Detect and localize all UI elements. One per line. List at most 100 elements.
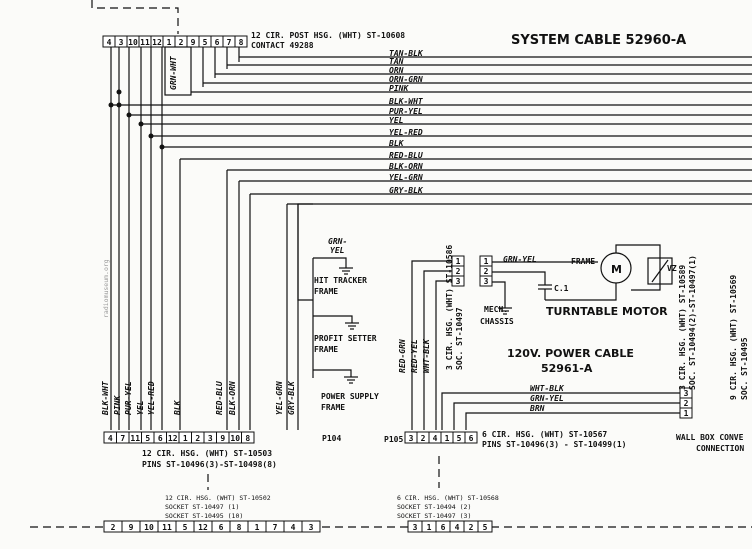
profit-setter-wire (313, 316, 352, 323)
junction-dot (117, 90, 122, 95)
right-edge-desc-2: SOC. ST-10495 (740, 337, 749, 400)
power-supply-2: FRAME (321, 403, 345, 412)
p104-wire-label: BLK-WHT (101, 380, 110, 416)
wall-box-2: CONNECTION (696, 444, 744, 453)
p105-wire-label: RED-YEL (410, 339, 419, 373)
power-cable-title-2: 52961-A (541, 362, 593, 375)
pc-conn-desc-1: 3 CIR. HSG. (WHT) ST-10589 (678, 265, 687, 390)
p104-wire-label: BLK (173, 399, 182, 416)
bottom-mid-pin: 4 (455, 523, 460, 532)
motor-conn-desc-1: 3 CIR. HSG. (WHT) ST-10586 (445, 245, 454, 370)
bus-wire-label: BLK (388, 139, 405, 148)
bottom-left-pin: 5 (183, 523, 188, 532)
wall-box-pin: 2 (684, 399, 689, 408)
power-cable-title-1: 120V. POWER CABLE (507, 347, 634, 360)
p105-desc-2: PINS ST-10496(3) - ST-10499(1) (482, 440, 627, 449)
motor-wire-2 (492, 272, 545, 285)
p104-pin: 3 (208, 434, 213, 443)
p104-wire-label: PUR-YEL (124, 381, 133, 415)
top-connector-pin: 3 (119, 38, 124, 47)
p104-wire-label: YEL-RED (147, 381, 156, 415)
bottom-mid-desc-3: SOCKET ST-10497 (3) (397, 512, 471, 520)
mech-chassis-1: MECH. (484, 305, 508, 314)
power-cable-wire-label: BRN (529, 404, 545, 413)
bottom-left-pin: 4 (291, 523, 296, 532)
hit-tracker-1: HIT TRACKER (314, 276, 367, 285)
vz-label: VZ (667, 264, 677, 273)
top-connector-pin: 5 (203, 38, 208, 47)
profit-setter-2: FRAME (314, 345, 338, 354)
top-connector-pin: 4 (107, 38, 112, 47)
bottom-left-pin: 6 (219, 523, 224, 532)
grn-yel-label-2: YEL (330, 246, 345, 255)
top-connector-pin: 8 (239, 38, 244, 47)
junction-dot (109, 103, 114, 108)
motor-conn-desc-2: SOC. ST-10497 (455, 307, 464, 370)
bottom-mid-pin: 5 (483, 523, 488, 532)
p104-pin: 12 (168, 434, 178, 443)
top-connector-pin: 1 (167, 38, 172, 47)
bottom-left-pin: 3 (309, 523, 314, 532)
p104-pin: 10 (230, 434, 240, 443)
bottom-left-desc-2: SOCKET ST-10497 (1) (165, 503, 239, 511)
p105-wire-label: WHT-BLK (422, 338, 431, 373)
top-connector-pin: 10 (128, 38, 138, 47)
bus-wire-label: PINK (389, 84, 409, 93)
p104-wire-label: YEL (136, 400, 145, 415)
ground-icon (345, 323, 359, 329)
p104-pin: 1 (183, 434, 188, 443)
bottom-left-pin: 11 (162, 523, 172, 532)
motor-letter: M (611, 263, 622, 276)
p104-wire-label: GRY-BLK (287, 380, 296, 415)
bus-wire-label: GRY-BLK (389, 186, 424, 195)
bus-wire-label: YEL-GRN (389, 173, 423, 182)
system-cable-title: SYSTEM CABLE 52960-A (511, 33, 686, 48)
power-cable-wire (454, 403, 680, 430)
bus-wire-label: BLK-ORN (388, 162, 423, 171)
power-cable-wire-label: GRN-YEL (530, 394, 564, 403)
wall-box-pin: 1 (684, 409, 689, 418)
bottom-mid-desc-2: SOCKET ST-10494 (2) (397, 503, 471, 511)
top-dashed-boundary (92, 0, 178, 34)
p105-side-pin: 1 (456, 257, 461, 266)
bus-wire-label: TAN (389, 57, 404, 66)
top-connector-pin: 12 (152, 38, 162, 47)
bus-wire-label: ORN (389, 66, 404, 75)
p104-wire-label: BLK-ORN (228, 381, 237, 416)
top-connector-pin: 7 (227, 38, 232, 47)
p105-pin: 6 (469, 434, 474, 443)
bottom-left-desc-3: SOCKET ST-10495 (10) (165, 512, 243, 520)
bottom-left-pin: 12 (198, 523, 208, 532)
p105-side-pin: 3 (456, 277, 461, 286)
p104-pin: 11 (130, 434, 140, 443)
bottom-mid-desc-1: 6 CIR. HSG. (WHT) ST-10568 (397, 494, 499, 502)
p104-desc-2: PINS ST-10496(3)-ST-10498(8) (142, 460, 277, 469)
p104-pin: 5 (145, 434, 150, 443)
bus-wire-label: YEL-RED (389, 128, 423, 137)
top-connector-pin: 9 (191, 38, 196, 47)
p105-pin: 2 (421, 434, 426, 443)
bus-wire-label: YEL (389, 116, 404, 125)
p104-id: P104 (322, 434, 341, 443)
bottom-mid-pin: 1 (427, 523, 432, 532)
power-supply-wire (313, 370, 351, 377)
motor-conn-pin: 3 (484, 277, 489, 286)
bottom-left-pin: 7 (273, 523, 278, 532)
bottom-left-pin: 2 (111, 523, 116, 532)
bus-wire-label: PUR-YEL (389, 107, 423, 116)
motor-grn-yel: GRN-YEL (503, 255, 537, 264)
top-connector-pin: 11 (140, 38, 150, 47)
bottom-left-pin: 9 (129, 523, 134, 532)
motor-conn-pin: 1 (484, 257, 489, 266)
bottom-left-desc-1: 12 CIR. HSG. (WHT) ST-10502 (165, 494, 271, 502)
right-edge-desc-1: 9 CIR. HSG. (WHT) ST-10569 (729, 275, 738, 400)
p104-pin: 2 (195, 434, 200, 443)
p104-wire-label: YEL-GRN (275, 381, 284, 415)
